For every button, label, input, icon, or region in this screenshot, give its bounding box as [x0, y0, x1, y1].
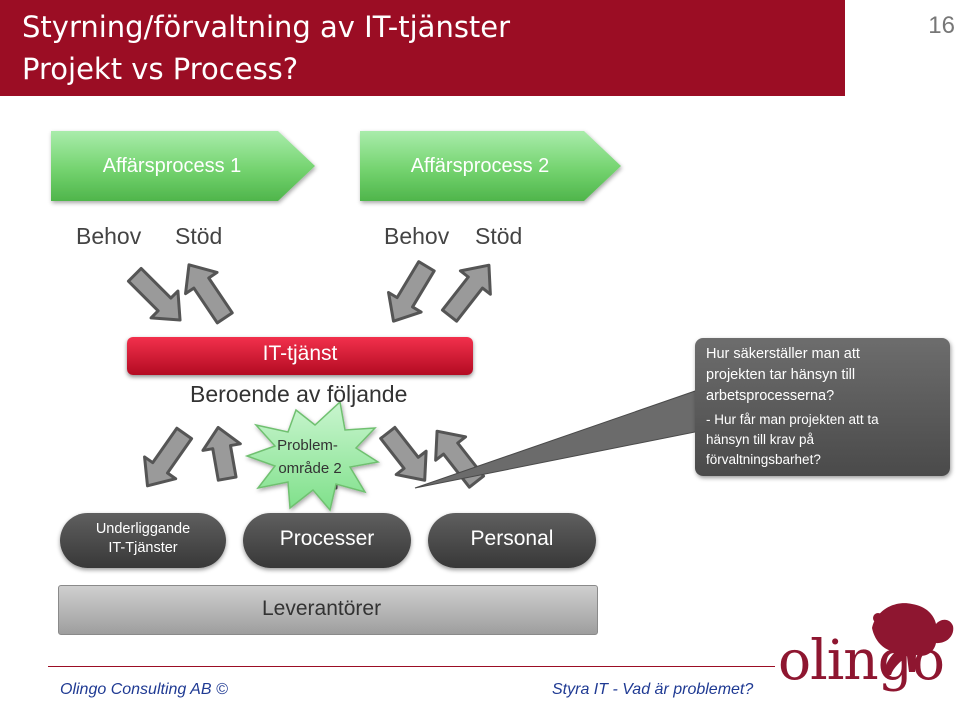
footer-divider	[48, 666, 775, 667]
olingo-cat-logo	[872, 603, 954, 675]
it-service-title: IT-tjänst	[262, 342, 338, 365]
processes-label: Processer	[279, 527, 375, 550]
support-label-1: Stöd	[175, 223, 223, 249]
olingo-logo-text: olingo	[778, 628, 945, 692]
footer-copyright: Olingo Consulting AB ©	[60, 681, 228, 698]
callout-line-3: arbetsprocesserna?	[706, 388, 835, 404]
need-label-2: Behov	[384, 223, 450, 249]
callout-line-5: hänsyn till krav på	[706, 432, 815, 447]
business-process-1-arrow	[51, 131, 315, 201]
callout-line-4: - Hur får man projekten att ta	[706, 412, 879, 427]
personnel-label: Personal	[470, 527, 554, 550]
personnel-pill	[428, 513, 596, 568]
callout-line-2: projekten tar hänsyn till	[706, 367, 856, 383]
processes-pill	[243, 513, 411, 568]
underlying-it-services-line1: Underliggande	[95, 521, 191, 537]
need-label-1: Behov	[76, 223, 142, 249]
business-process-1-label: Affärsprocess 1	[102, 155, 242, 177]
callout-line-6: förvaltningsbarhet?	[706, 452, 821, 467]
slide-title-line2: Projekt vs Process?	[22, 52, 299, 86]
business-process-2-arrow	[360, 131, 621, 201]
footer-slide-topic: Styra IT - Vad är problemet?	[552, 681, 754, 698]
problem-burst-line2: område 2	[278, 460, 342, 477]
slide-title-line1: Styrning/förvaltning av IT-tjänster	[22, 10, 511, 44]
problem-burst-line1: Problem-	[277, 437, 338, 454]
callout-line-1: Hur säkerställer man att	[706, 346, 860, 362]
problem-burst	[244, 400, 381, 512]
underlying-it-services-line2: IT-Tjänster	[108, 540, 178, 556]
page-number: 16	[928, 12, 955, 39]
business-process-2-label: Affärsprocess 2	[410, 155, 550, 177]
callout-box	[695, 338, 950, 476]
suppliers-label: Leverantörer	[262, 597, 382, 620]
title-bar	[0, 0, 845, 96]
need-support-arrows	[126, 260, 492, 325]
support-label-2: Stöd	[475, 223, 523, 249]
underlying-it-services-pill	[60, 513, 226, 568]
dependency-heading: Beroende av följande	[190, 381, 408, 407]
it-service-bar	[127, 337, 473, 375]
suppliers-bar	[58, 585, 598, 635]
